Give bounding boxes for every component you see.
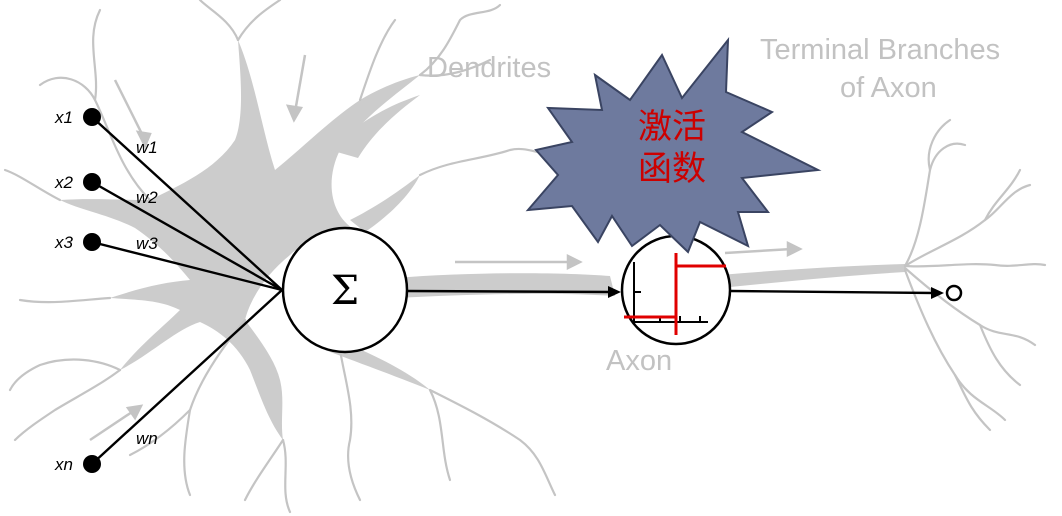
activation-node	[620, 234, 732, 346]
weight-label-w1: w1	[136, 138, 158, 157]
axon-label: Axon	[606, 345, 672, 377]
summation-node: Σ	[281, 226, 409, 354]
output-arrow-to-activation	[406, 286, 621, 298]
sigma-symbol: Σ	[331, 268, 359, 314]
weight-label-w2: w2	[136, 188, 158, 207]
dendrite-branches	[3, 0, 1047, 514]
output-arrow	[729, 287, 944, 299]
input-label-xn: xn	[54, 455, 73, 474]
input-label-x2: x2	[54, 173, 74, 192]
input-connections	[91, 116, 283, 465]
weight-label-wn: wn	[136, 429, 158, 448]
activation-text-line2: 函数	[638, 149, 706, 189]
input-label-x1: x1	[54, 108, 73, 127]
input-node-x2: x2 w2	[54, 173, 158, 207]
step-function-icon	[624, 253, 726, 335]
activation-text-line1: 激活	[638, 107, 706, 147]
neuron-cell-body	[60, 40, 905, 440]
signal-arrows	[89, 54, 803, 442]
input-label-x3: x3	[54, 233, 74, 252]
input-node-x1: x1 w1	[54, 108, 158, 157]
weight-label-w3: w3	[136, 234, 158, 253]
activation-starburst: 激活 函数	[525, 36, 822, 254]
terminal-branches-label-line2: of Axon	[840, 72, 937, 104]
terminal-branches-label-line1: Terminal Branches	[760, 34, 1000, 66]
input-node-xn: xn wn	[54, 429, 158, 474]
input-node-x3: x3 w3	[54, 233, 158, 253]
output-terminal	[945, 284, 963, 302]
dendrites-label: Dendrites	[427, 52, 551, 84]
